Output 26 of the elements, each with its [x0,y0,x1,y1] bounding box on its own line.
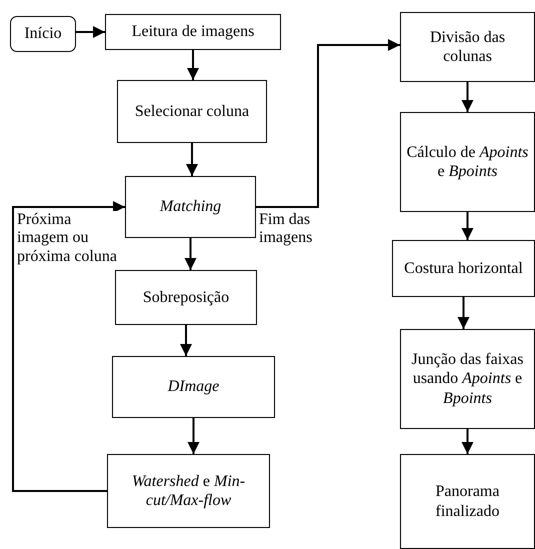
arrow [256,39,400,208]
arrow [462,212,474,240]
arrow [180,325,192,356]
process-box: Leitura de imagens [105,14,281,50]
process-box: Cálculo de Apoints e Bpoints [400,112,535,212]
edge-label: Fim das imagens [259,211,315,248]
process-box: Divisão das colunas [400,12,535,82]
process-box: DImage [112,356,275,418]
arrow [462,429,474,454]
process-box: Sobreposição [115,270,257,325]
process-box: Panorama finalizado [400,454,535,549]
edge-label: Próxima imagem ou próxima coluna [17,211,117,266]
arrow [188,418,200,454]
arrow [462,82,474,112]
arrow [12,201,125,492]
process-box: Junção das faixas usando Apoints e Bpoints [400,329,535,429]
process-box: Matching [125,176,256,238]
process-box: Costura horizontal [392,240,535,297]
start-terminal: Início [10,16,76,52]
arrow [187,50,199,80]
process-box: Watershed e Min-cut/Max-flow [107,454,270,528]
arrow [76,26,105,38]
arrow [186,143,198,176]
arrow [458,297,470,329]
process-box: Selecionar coluna [117,80,267,143]
arrow [184,238,196,270]
